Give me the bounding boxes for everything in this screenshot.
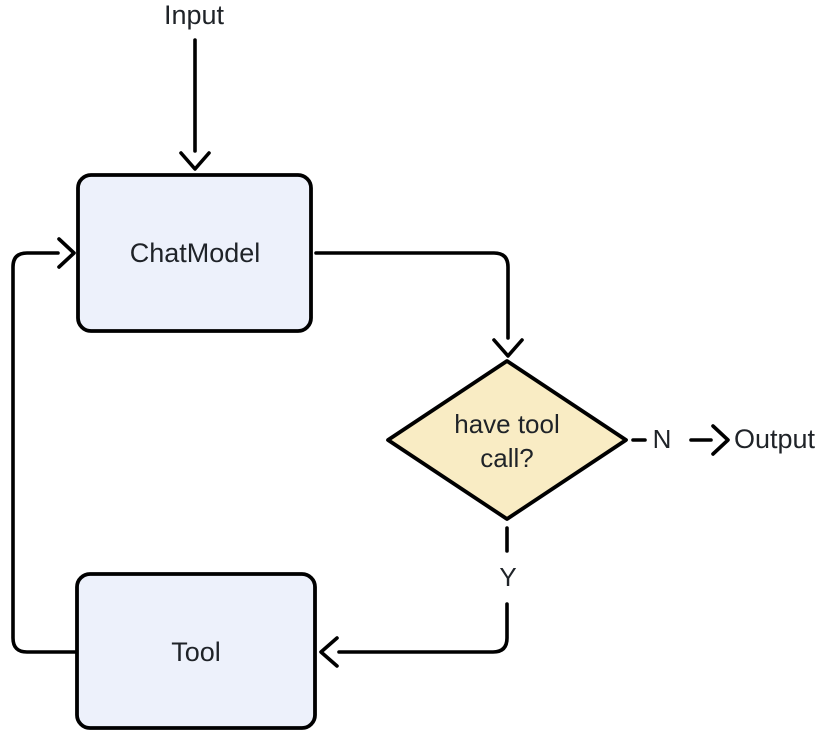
arrowhead-right-icon	[57, 237, 76, 269]
node-tool	[75, 572, 317, 730]
chatmodel-label: ChatModel	[129, 238, 261, 268]
edge-label-n: N	[652, 424, 672, 454]
node-have-tool-call-diamond	[386, 359, 628, 521]
edge-decision-to-tool	[337, 602, 509, 654]
arrowhead-right-icon	[711, 424, 730, 456]
edge-tool-to-chatmodel	[11, 251, 79, 654]
have-tool-call-label: have tool call?	[454, 409, 560, 473]
arrowhead-down-icon	[179, 151, 211, 171]
tool-label: Tool	[171, 637, 221, 667]
output-label: Output	[734, 424, 816, 454]
node-chatmodel	[76, 173, 313, 333]
arrowhead-down-icon	[492, 338, 524, 358]
edge-label-y: Y	[499, 562, 517, 592]
arrowhead-left-icon	[319, 636, 339, 668]
input-label: Input	[163, 0, 225, 30]
edge-chatmodel-to-decision	[314, 251, 510, 340]
